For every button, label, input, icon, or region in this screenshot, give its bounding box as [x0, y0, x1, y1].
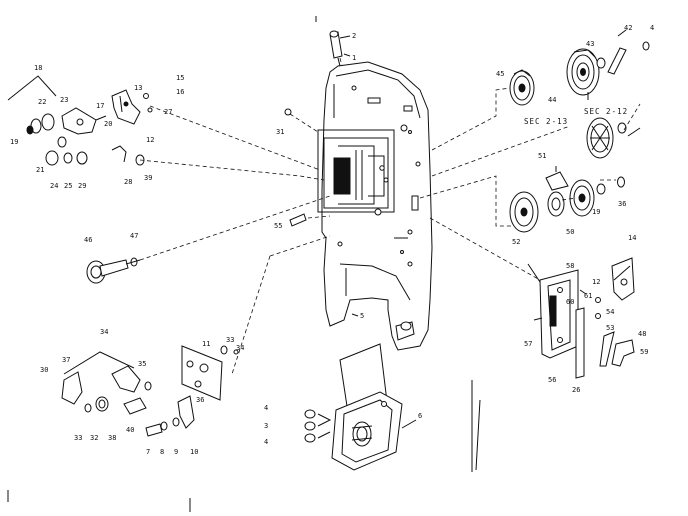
callout-59: 59 [640, 348, 648, 356]
callout-5: 5 [360, 312, 364, 320]
callout-38: 38 [108, 434, 116, 442]
callout-20: 20 [104, 120, 112, 128]
callout-39: 39 [144, 174, 152, 182]
callout-60: 60 [566, 298, 574, 306]
left-shaft-assembly [86, 257, 141, 284]
callout-23: 23 [60, 96, 68, 104]
lower-slide-assembly [304, 343, 403, 471]
callout-52: 52 [512, 238, 520, 246]
callout-4: 4 [650, 24, 654, 32]
callout-33-b: 33 [226, 336, 234, 344]
callout-4-b: 4 [264, 438, 268, 446]
callout-50: 50 [566, 228, 574, 236]
page-margin-rules [7, 16, 481, 512]
callout-31: 31 [276, 128, 284, 136]
callout-15: 15 [176, 74, 184, 82]
callout-12-right: 12 [592, 278, 600, 286]
callout-57: 57 [524, 340, 532, 348]
callout-14: 14 [628, 234, 636, 242]
callout-51: 51 [538, 152, 546, 160]
callout-44: 44 [548, 96, 556, 104]
callout-56: 56 [548, 376, 556, 384]
callout-30: 30 [40, 366, 48, 374]
callout-12-left: 12 [146, 136, 154, 144]
callout-34-b: 34 [236, 344, 244, 352]
callout-leaders [339, 29, 641, 429]
callout-16: 16 [176, 88, 184, 96]
callout-24: 24 [50, 182, 58, 190]
callout-36-b: 36 [196, 396, 204, 404]
callout-7: 7 [146, 448, 150, 456]
callout-33: 33 [74, 434, 82, 442]
callout-34: 34 [100, 328, 108, 336]
callout-17: 17 [96, 102, 104, 110]
callout-55: 55 [274, 222, 282, 230]
assembly-leader-lines [139, 57, 641, 375]
callout-sec-2-13: SEC 2-13 [524, 117, 568, 126]
callout-32: 32 [90, 434, 98, 442]
screws-center [284, 108, 307, 227]
callout-1: 1 [352, 54, 356, 62]
callout-40: 40 [126, 426, 134, 434]
callout-11: 11 [202, 340, 210, 348]
callout-18: 18 [34, 64, 42, 72]
callout-27: 27 [164, 108, 172, 116]
callout-46: 46 [84, 236, 92, 244]
callout-25: 25 [64, 182, 72, 190]
callout-4-a: 4 [264, 404, 268, 412]
callout-6: 6 [418, 412, 422, 420]
callout-37: 37 [62, 356, 70, 364]
callout-45: 45 [496, 70, 504, 78]
callout-labels: 2 1 42 4 43 45 44 SEC 2-12 SEC 2-13 51 5… [10, 24, 654, 456]
callout-sec-2-12: SEC 2-12 [584, 107, 628, 116]
callout-54: 54 [606, 308, 614, 316]
callout-26: 26 [572, 386, 580, 394]
callout-36: 36 [618, 200, 626, 208]
callout-61: 61 [584, 292, 592, 300]
callout-22: 22 [38, 98, 46, 106]
callout-13: 13 [134, 84, 142, 92]
callout-58: 58 [566, 262, 574, 270]
callout-21: 21 [36, 166, 44, 174]
callout-53: 53 [606, 324, 614, 332]
callout-35: 35 [138, 360, 146, 368]
callout-47: 47 [130, 232, 138, 240]
callout-19: 19 [592, 208, 600, 216]
callout-19-left: 19 [10, 138, 18, 146]
callout-9: 9 [174, 448, 178, 456]
callout-10: 10 [190, 448, 198, 456]
upper-left-cluster [7, 75, 153, 166]
callout-8: 8 [160, 448, 164, 456]
right-bracket-assembly [533, 257, 635, 379]
lower-left-cluster [61, 345, 239, 437]
callout-28: 28 [124, 178, 132, 186]
upper-right-gears [509, 41, 650, 233]
callout-42: 42 [624, 24, 632, 32]
callout-48: 48 [638, 330, 646, 338]
callout-3: 3 [264, 422, 268, 430]
callout-43: 43 [586, 40, 594, 48]
callout-2: 2 [352, 32, 356, 40]
main-plate [317, 30, 433, 351]
callout-29: 29 [78, 182, 86, 190]
